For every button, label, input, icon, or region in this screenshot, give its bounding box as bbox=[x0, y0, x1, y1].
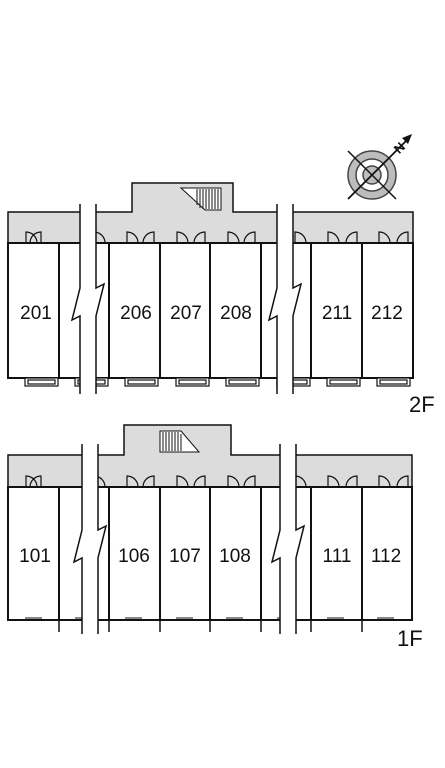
unit-106-label: 106 bbox=[118, 546, 150, 567]
floor-1-doors bbox=[25, 475, 409, 488]
unit-101-label: 101 bbox=[19, 546, 51, 567]
floor-1-break-marks bbox=[72, 444, 306, 634]
floor-1-stairs-icon bbox=[159, 430, 201, 453]
unit-207-label: 207 bbox=[170, 303, 202, 324]
compass-icon: N bbox=[347, 134, 412, 200]
unit-111-label: 111 bbox=[323, 546, 352, 567]
floor-2-label: 2F bbox=[409, 392, 435, 417]
floor-1-label: 1F bbox=[397, 626, 423, 651]
unit-206-label: 206 bbox=[120, 303, 152, 324]
unit-108-label: 108 bbox=[219, 546, 251, 567]
floor-2-plan: 201 206 207 208 211 212 2F bbox=[7, 182, 435, 417]
unit-112-label: 112 bbox=[371, 546, 401, 567]
floor-2-break-marks bbox=[70, 204, 303, 394]
unit-201-label: 201 bbox=[20, 303, 52, 324]
floor-2-stairs-icon bbox=[179, 187, 222, 211]
floor-2-doors bbox=[25, 231, 409, 244]
unit-212-label: 212 bbox=[371, 303, 403, 324]
unit-208-label: 208 bbox=[220, 303, 252, 324]
unit-107-label: 107 bbox=[169, 546, 201, 567]
floor-1-plan: 101 106 107 108 111 112 1F bbox=[7, 424, 423, 651]
unit-211-label: 211 bbox=[322, 303, 352, 324]
